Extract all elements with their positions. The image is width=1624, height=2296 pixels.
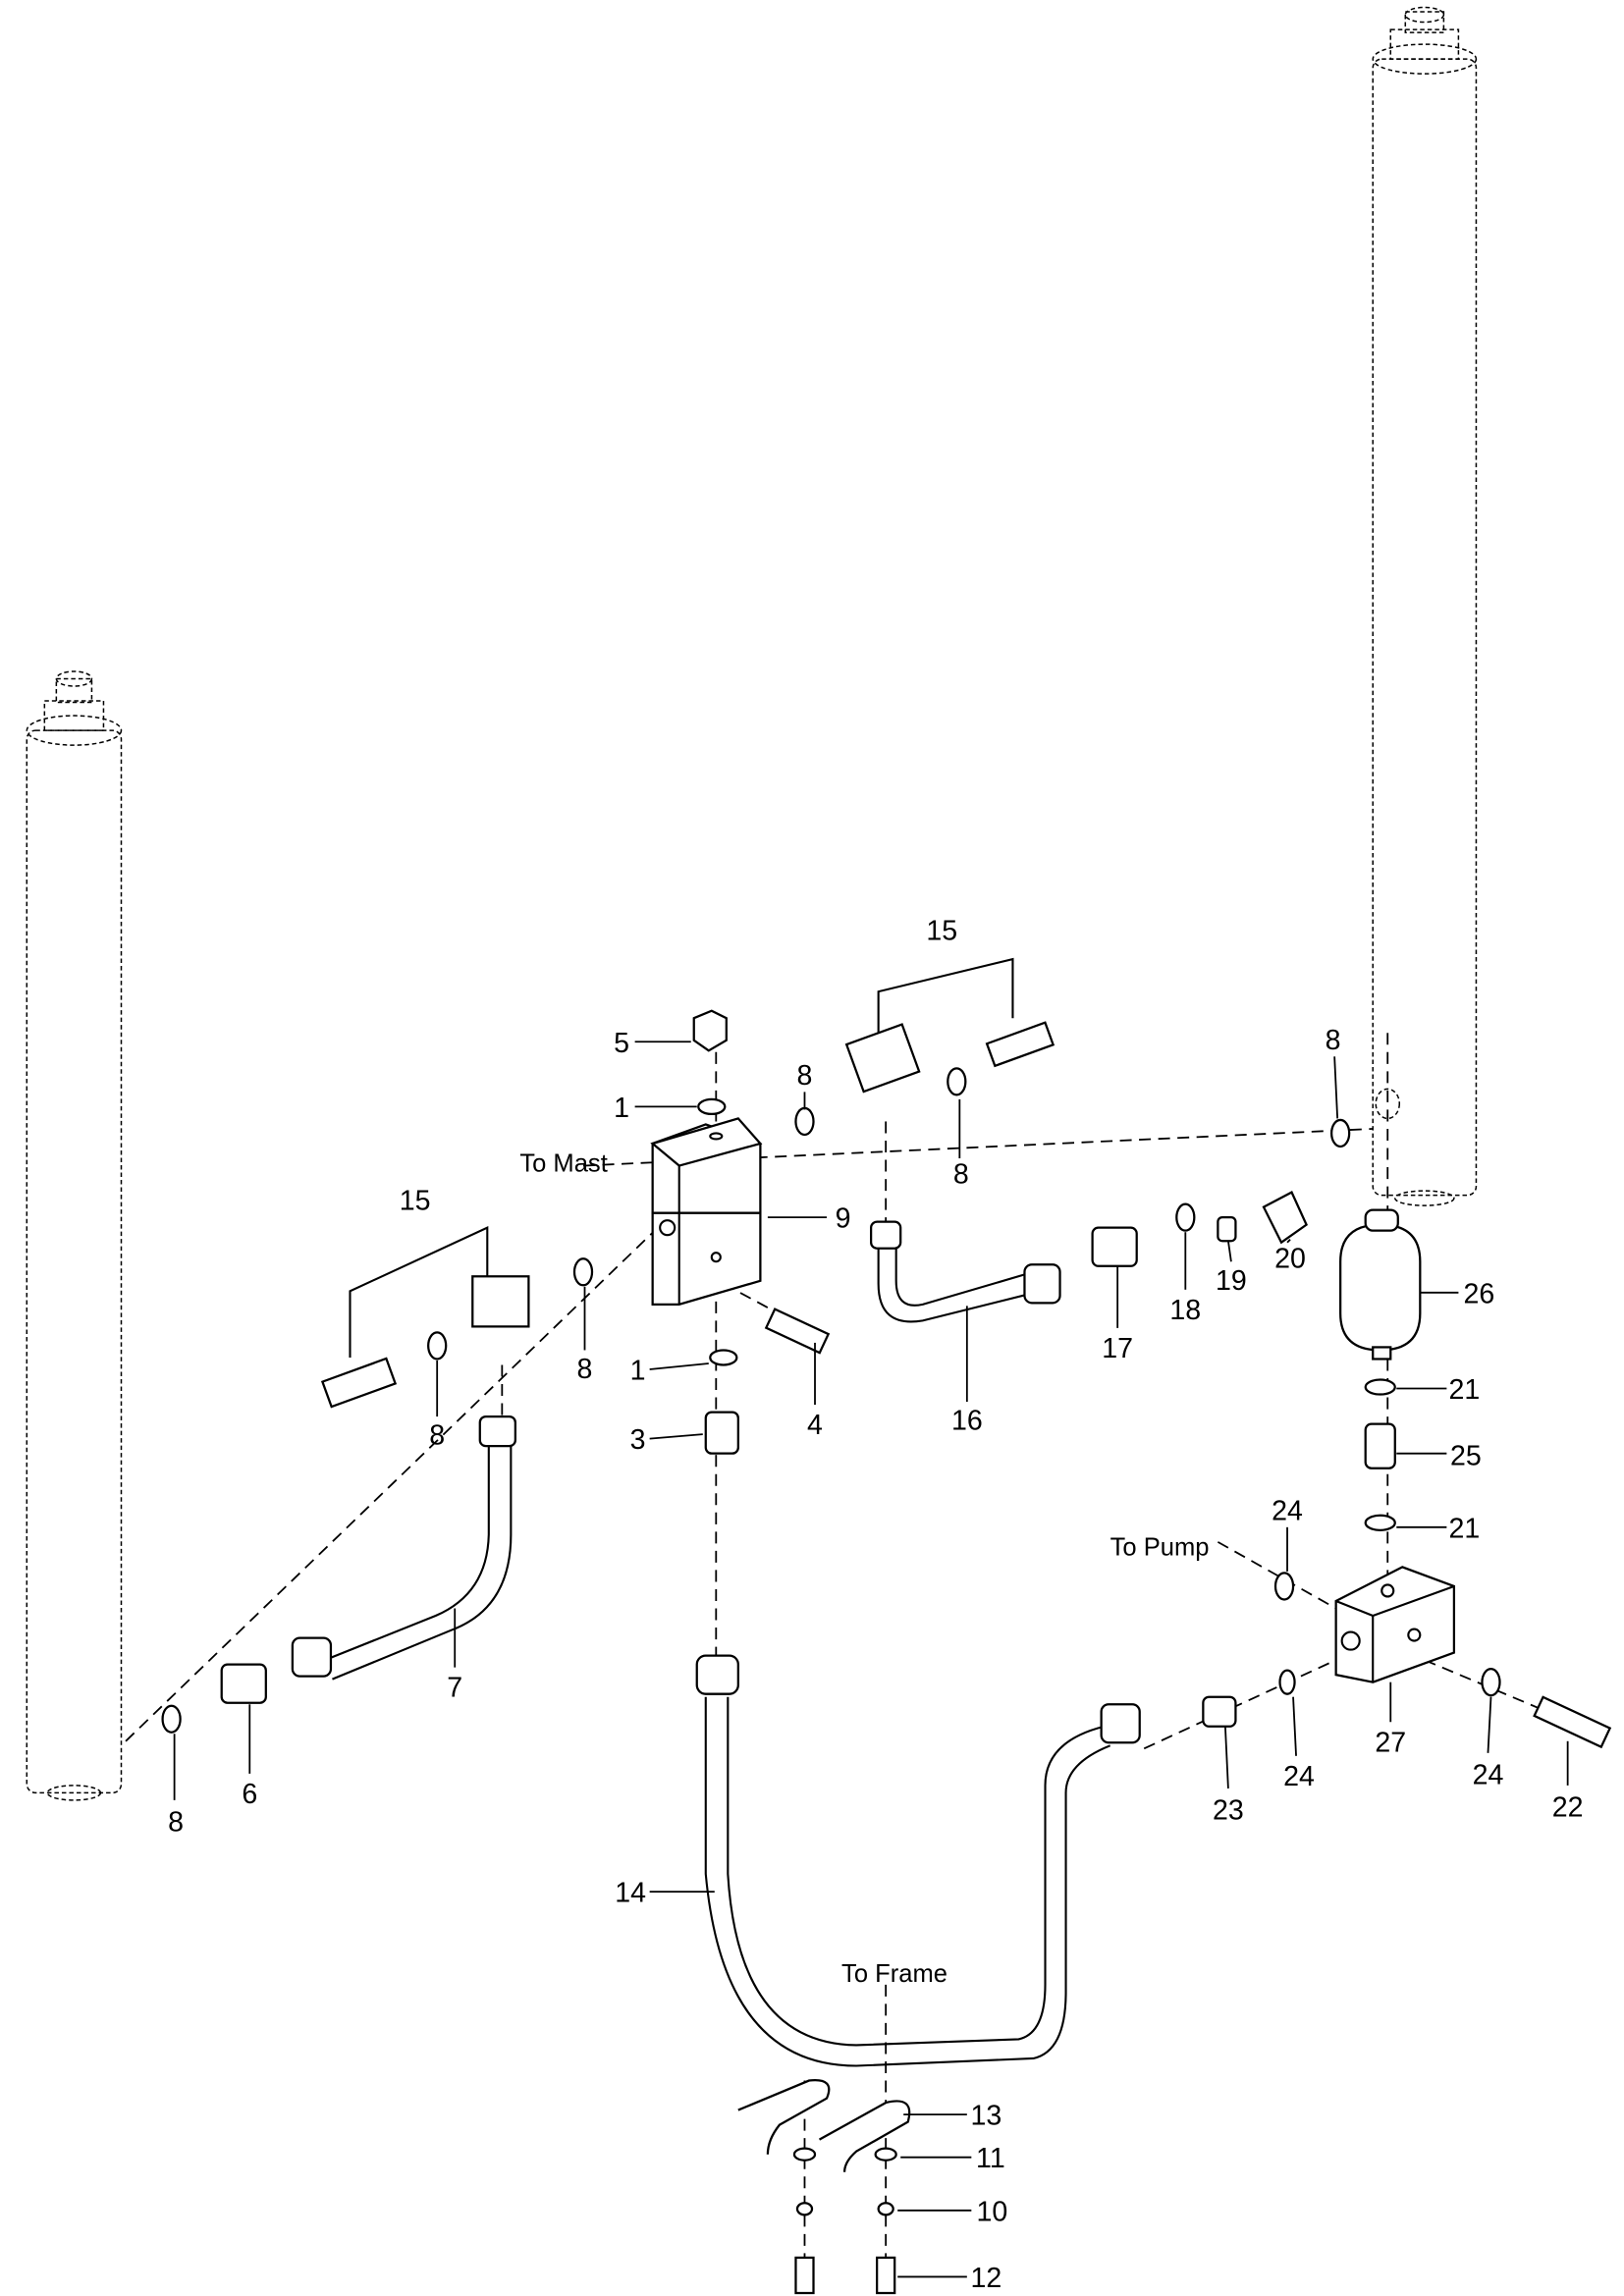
fittings: [161, 1009, 1612, 2295]
callout: 13: [970, 2101, 1001, 2132]
note-to-mast: To Mast: [519, 1150, 607, 1178]
left-lift-cylinder: [26, 670, 123, 1801]
callout: 6: [242, 1779, 257, 1810]
callout: 27: [1375, 1727, 1406, 1758]
callout: 4: [807, 1410, 823, 1441]
callout: 21: [1449, 1513, 1481, 1544]
callout: 26: [1464, 1278, 1495, 1309]
note-to-frame: To Frame: [841, 1960, 947, 1988]
callout: 17: [1102, 1333, 1133, 1364]
callout: 22: [1552, 1791, 1584, 1823]
callout: 23: [1213, 1794, 1244, 1826]
callout: 1: [630, 1356, 646, 1387]
callout: 11: [976, 2143, 1005, 2174]
callout: 24: [1283, 1761, 1315, 1792]
tubes: [291, 1220, 1141, 2067]
callout: 8: [429, 1420, 445, 1452]
callout: 8: [168, 1806, 184, 1838]
leader-lines: [173, 957, 1569, 2278]
note-to-pump: To Pump: [1110, 1533, 1210, 1561]
callout: 3: [630, 1424, 646, 1456]
callout: 15: [400, 1186, 431, 1217]
callout: 14: [615, 1878, 646, 1909]
callout: 8: [577, 1354, 593, 1385]
right-lift-cylinder: [1372, 6, 1478, 1206]
callout: 15: [926, 916, 957, 947]
manifold-block-9: [650, 1117, 763, 1306]
callout: 24: [1473, 1759, 1504, 1790]
accumulator-26: [1339, 1208, 1422, 1361]
callout: 9: [836, 1203, 851, 1235]
callout: 5: [614, 1028, 629, 1059]
callout: 7: [447, 1673, 462, 1704]
callout: 10: [977, 2196, 1008, 2227]
callout: 8: [797, 1060, 813, 1092]
callout: 20: [1274, 1243, 1306, 1274]
callout: 8: [953, 1159, 969, 1191]
callout: 18: [1169, 1295, 1201, 1326]
callout: 16: [951, 1406, 983, 1437]
callout: 19: [1216, 1265, 1247, 1297]
callout: 12: [970, 2263, 1001, 2294]
callout: 1: [614, 1093, 629, 1124]
callout: 24: [1272, 1495, 1303, 1526]
callout-labels: 15 15 5 1 8 8 9 8 8 1 4 3 16 17 18 19 20…: [168, 916, 1583, 2294]
manifold-block-27: [1334, 1566, 1456, 1683]
callout: 8: [1326, 1025, 1341, 1056]
callout: 25: [1450, 1441, 1482, 1472]
callout: 21: [1449, 1374, 1481, 1406]
